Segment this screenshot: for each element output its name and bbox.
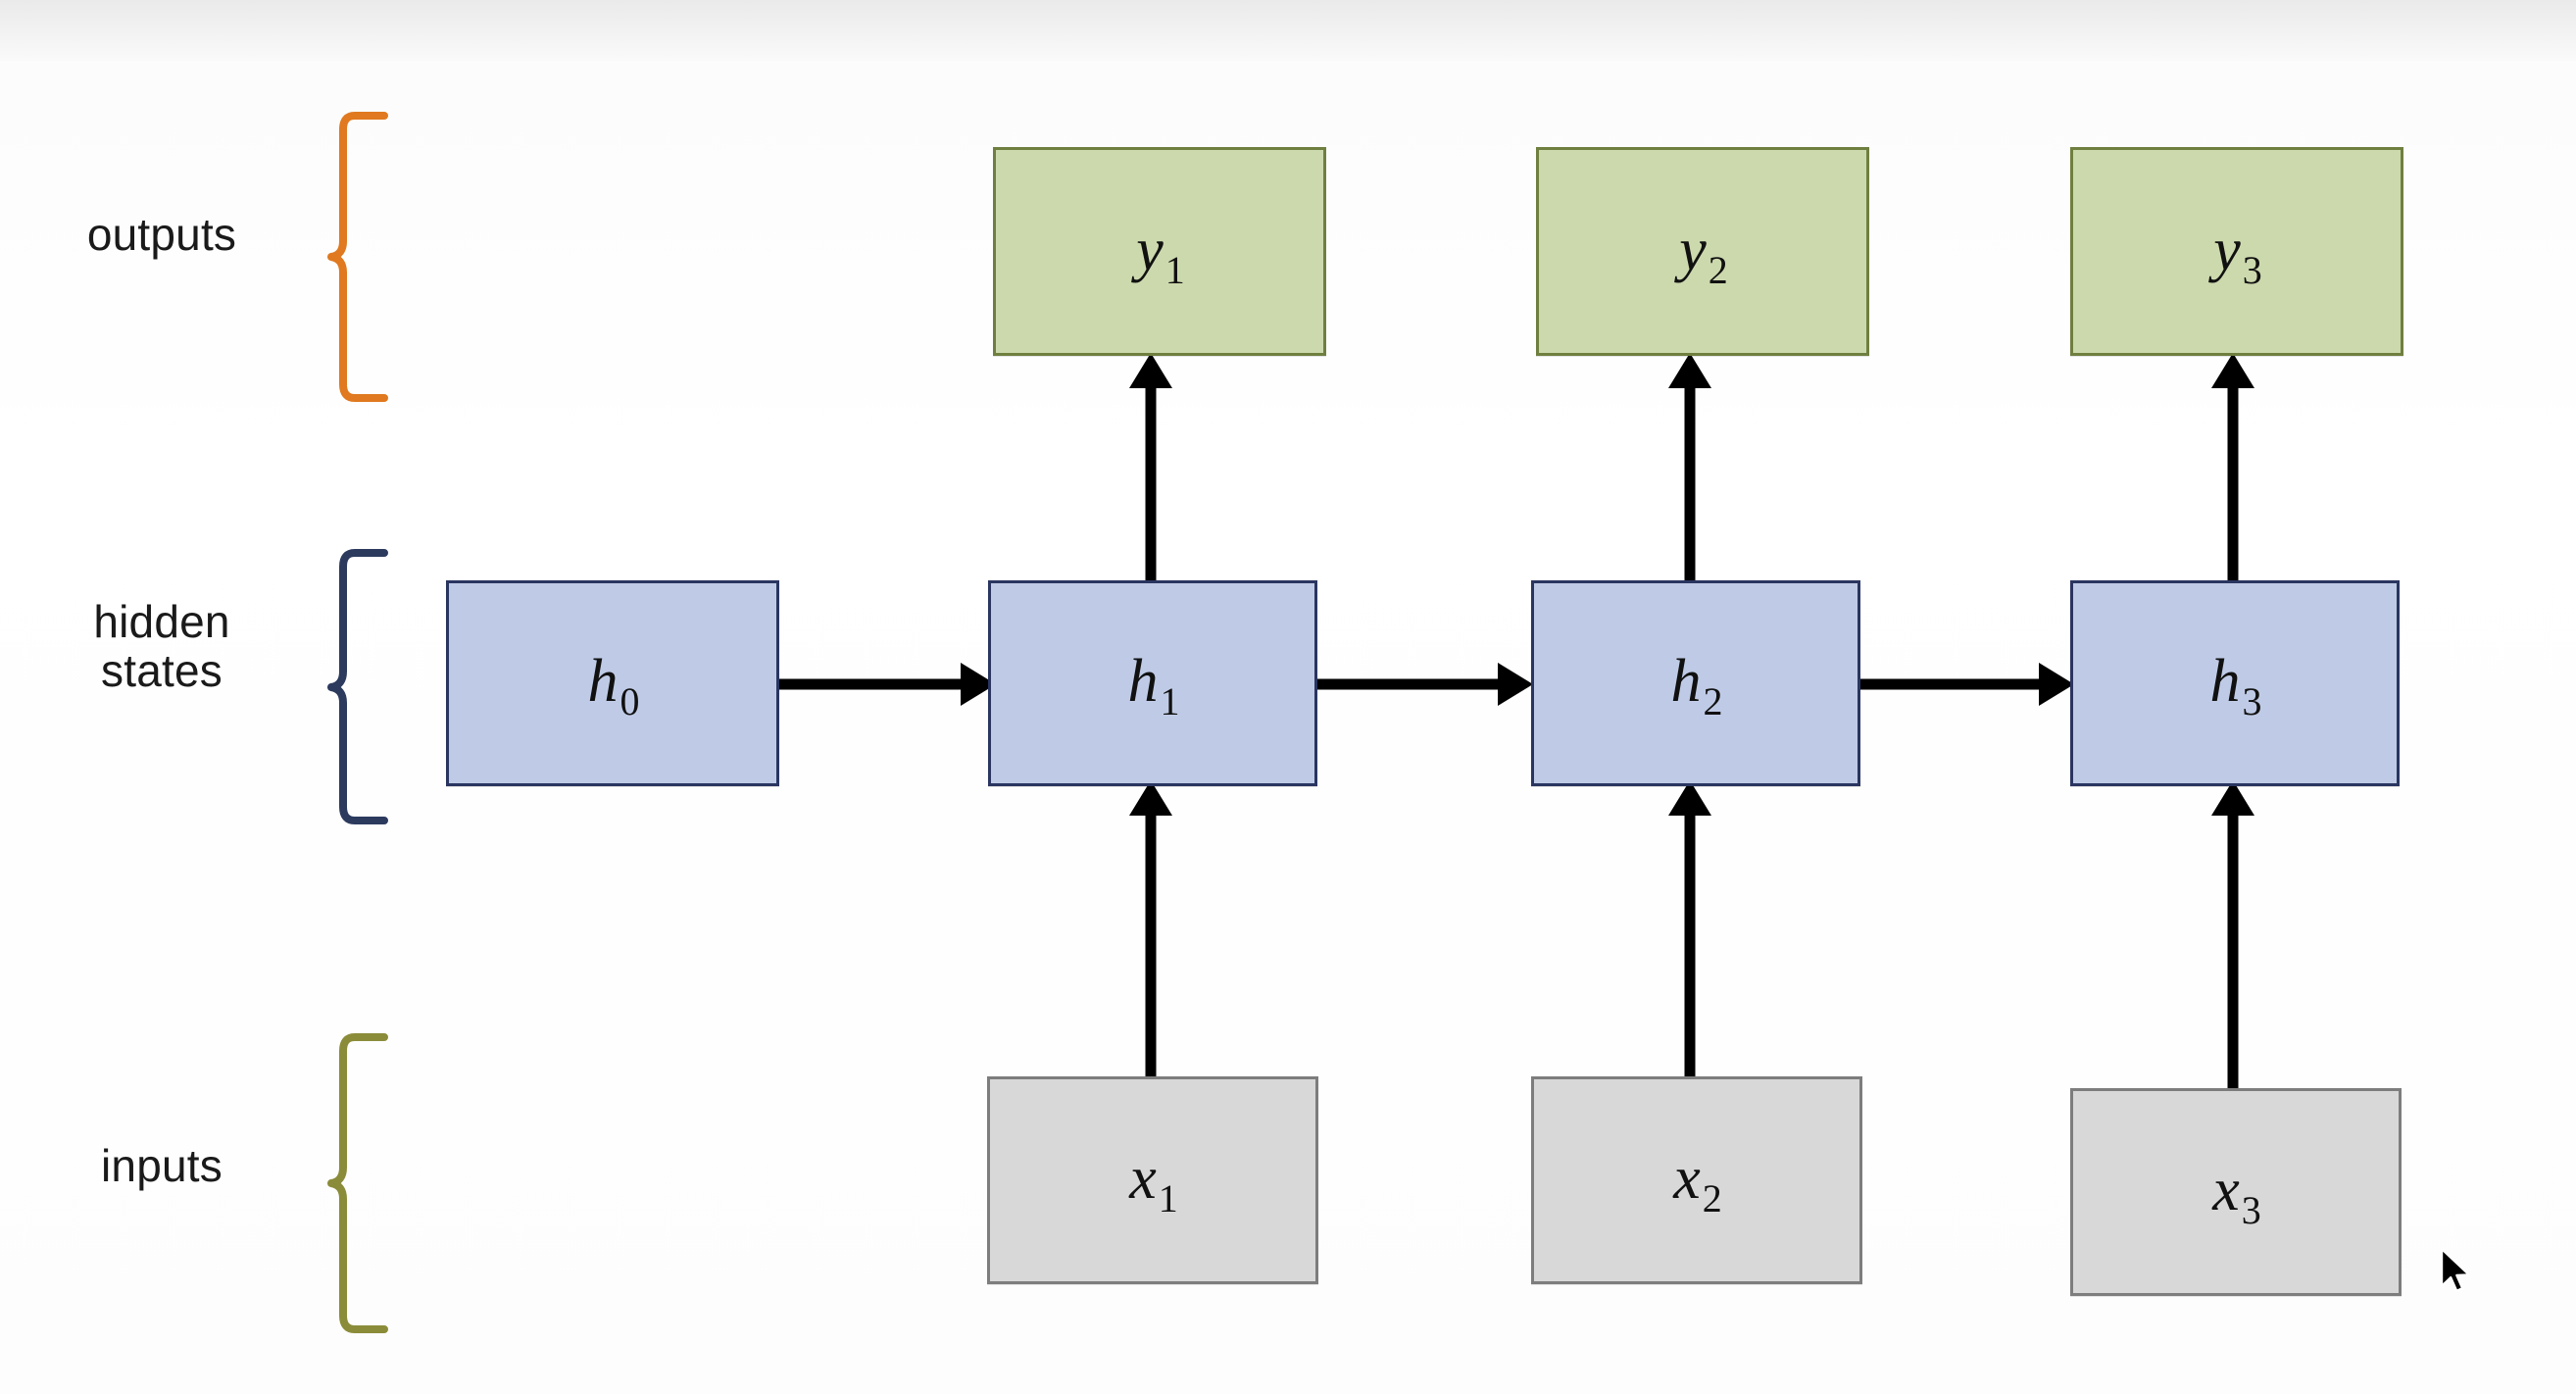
brace-hidden-states: [327, 549, 388, 824]
row-label-hidden-states: hidden states: [93, 596, 230, 696]
arrow-x2-to-h2: [1668, 780, 1711, 1084]
node-label: h2: [1670, 648, 1723, 723]
node-label: h0: [587, 648, 640, 723]
node-output-y3[interactable]: y3: [2070, 147, 2403, 356]
node-hidden-h3[interactable]: h3: [2070, 580, 2400, 786]
arrow-h3-to-y3: [2211, 353, 2254, 586]
node-label: y3: [2213, 216, 2262, 292]
node-label: h3: [2209, 648, 2262, 723]
arrow-h2-to-y2: [1668, 353, 1711, 586]
node-label: x3: [2212, 1157, 2261, 1232]
arrow-h1-to-h2: [1312, 663, 1533, 706]
arrow-x1-to-h1: [1129, 780, 1172, 1084]
node-hidden-h0[interactable]: h0: [446, 580, 779, 786]
top-gradient-band: [0, 0, 2576, 61]
arrow-h2-to-h3: [1851, 663, 2074, 706]
row-label-outputs: outputs: [86, 209, 237, 260]
node-label: y2: [1679, 216, 1728, 292]
node-label: y1: [1136, 216, 1185, 292]
node-label: h1: [1127, 648, 1180, 723]
node-output-y2[interactable]: y2: [1536, 147, 1869, 356]
node-input-x3[interactable]: x3: [2070, 1088, 2402, 1296]
mouse-pointer-icon: [2440, 1247, 2471, 1292]
node-label: x2: [1673, 1145, 1722, 1220]
arrow-h0-to-h1: [774, 663, 996, 706]
row-label-inputs: inputs: [101, 1140, 223, 1191]
arrow-x3-to-h3: [2211, 780, 2254, 1096]
node-hidden-h1[interactable]: h1: [988, 580, 1317, 786]
brace-outputs: [327, 112, 388, 402]
arrow-h1-to-y1: [1129, 353, 1172, 586]
brace-inputs: [327, 1033, 388, 1333]
node-output-y1[interactable]: y1: [993, 147, 1326, 356]
node-input-x2[interactable]: x2: [1531, 1076, 1862, 1284]
node-label: x1: [1129, 1145, 1178, 1220]
node-input-x1[interactable]: x1: [987, 1076, 1318, 1284]
node-hidden-h2[interactable]: h2: [1531, 580, 1860, 786]
